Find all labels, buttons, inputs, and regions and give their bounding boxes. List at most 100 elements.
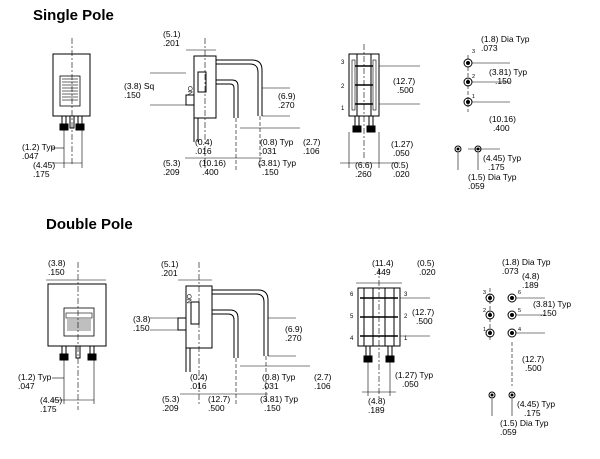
double-pcb-dim-dia-inch: .073 [502,266,519,276]
double-pcb-dim-hole-pitch-inch: .175 [524,408,541,418]
single-rear-pin-1: 1 [341,106,345,112]
double-side-dim-e: (2.7) [314,372,332,382]
double-side-dim-d: (0.8) Typ [262,372,296,382]
double-rear-dim-pitch-inch: .050 [402,379,419,389]
double-front-dim-width: (4.45) [40,395,62,405]
actuator-knob [177,317,187,331]
double-side-dim-b-inch: .270 [285,333,302,343]
single-rear-dim-height-inch: .500 [397,85,414,95]
single-pcb-dim-dia: (1.8) Dia Typ [481,34,530,44]
double-pcb-dim-span-inch: .500 [525,363,542,373]
double-pcb-dim-span: (12.7) [522,354,544,364]
single-pcb-pin-2: 2 [472,74,475,80]
single-side-dim-a-inch: .201 [163,38,180,48]
single-side-view [150,38,300,170]
double-side-dim-a-inch: .201 [161,268,178,278]
double-side-dim-b: (6.9) [285,324,303,334]
double-side-dim-f-inch: .209 [162,403,179,413]
mount-hole-left [454,145,462,153]
single-on-label: ON [186,86,193,96]
double-pcb-dim-col: (4.8) [522,271,540,281]
single-rear-pin-2: 2 [341,84,345,90]
double-pcb-dim-dia: (1.8) Dia Typ [502,257,551,267]
actuator-window [59,75,81,107]
single-side-dim-d-inch: .031 [260,146,277,156]
single-pcb-layout [454,55,510,170]
double-pcb-dim-hole-inch: .059 [500,427,517,437]
single-pcb-dim-dia-inch: .073 [481,43,498,53]
single-rear-dim-pitch-inch: .050 [393,148,410,158]
double-front-dim-typ-inch: .047 [18,381,35,391]
mount-hole-right [508,391,516,399]
single-rear-dim-gap: (0.5) [391,160,409,170]
single-pcb-pin-3: 3 [472,49,475,55]
single-side-dim-g: (10.16) [199,158,226,168]
double-rear-pin-5: 5 [350,314,354,320]
double-pcb-pin-2: 2 [483,308,486,314]
double-rear-pin-3: 3 [404,292,408,298]
double-rear-pin-6: 6 [350,292,354,298]
single-rear-dim-width: (6.6) [355,160,373,170]
switch-body [47,283,107,347]
single-front-dim-width: (4.45) [33,160,55,170]
double-pcb-pin-3: 3 [483,290,486,296]
double-side-view [150,262,310,404]
double-pcb-pin-5: 5 [518,308,521,314]
single-rear-dim-height: (12.7) [393,76,415,86]
double-front-dim-width-inch: .175 [40,404,57,414]
single-front-view [52,38,91,168]
double-side-dim-h-inch: .150 [264,403,281,413]
double-side-dim-a: (5.1) [161,259,179,269]
double-pcb-dim-pitch-inch: .150 [540,308,557,318]
single-side-dim-e: (2.7) [303,137,321,147]
single-pcb-dim-pitch-inch: .150 [495,76,512,86]
double-side-dim-e-inch: .106 [314,381,331,391]
single-side-dim-c: (0.4) [195,137,213,147]
single-side-dim-f-inch: .209 [163,167,180,177]
single-side-dim-b: (6.9) [278,91,296,101]
single-side-dim-h: (3.81) Typ [258,158,296,168]
actuator-window [63,307,95,337]
single-side-dim-e-inch: .106 [303,146,320,156]
single-front-dim-inch: .047 [22,151,39,161]
single-pcb-dim-span-inch: .400 [493,123,510,133]
double-side-dim-sq: (3.8) [133,314,151,324]
single-rear-dim-pitch: (1.27) [391,139,413,149]
double-rear-dim-gap-inch: .020 [419,267,436,277]
double-pcb-dim-col-inch: .189 [522,280,539,290]
double-pcb-pin-4: 4 [518,327,521,333]
single-side-dim-g-inch: .400 [202,167,219,177]
heading-double-pole: Double Pole [46,216,133,233]
double-rear-dim-gap: (0.5) [417,258,435,268]
double-rear-dim-width: (11.4) [372,258,394,268]
double-front-dim-top-inch: .150 [48,267,65,277]
double-rear-view [356,268,430,400]
single-side-dim-a: (5.1) [163,29,181,39]
single-side-dim-d: (0.8) Typ [260,137,294,147]
double-pcb-layout [485,288,545,416]
double-rear-dim-span: (4.8) [368,396,386,406]
double-rear-pin-2: 2 [404,314,408,320]
double-rear-dim-height: (12.7) [412,307,434,317]
double-rear-dim-span-inch: .189 [368,405,385,415]
double-rear-dim-width-inch: .449 [374,267,391,277]
single-pcb-dim-hole-pitch: (4.45) Typ [483,153,521,163]
double-rear-dim-height-inch: .500 [416,316,433,326]
single-rear-dim-width-inch: .260 [355,169,372,179]
double-on-label: ON [185,294,192,304]
single-side-dim-b-inch: .270 [278,100,295,110]
heading-single-pole: Single Pole [33,7,114,24]
single-side-dim-h-inch: .150 [262,167,279,177]
double-side-dim-c: (0.4) [190,372,208,382]
double-side-dim-sq-inch: .150 [133,323,150,333]
double-rear-pin-1: 1 [404,336,408,342]
actuator-knob [185,94,195,106]
single-front-dim-width-inch: .175 [33,169,50,179]
single-rear-dim-gap-inch: .020 [393,169,410,179]
double-rear-dim-pitch: (1.27) Typ [395,370,433,380]
double-front-view [46,262,107,410]
double-front-dim-top: (3.8) [48,258,66,268]
single-side-dim-c-inch: .016 [195,146,212,156]
